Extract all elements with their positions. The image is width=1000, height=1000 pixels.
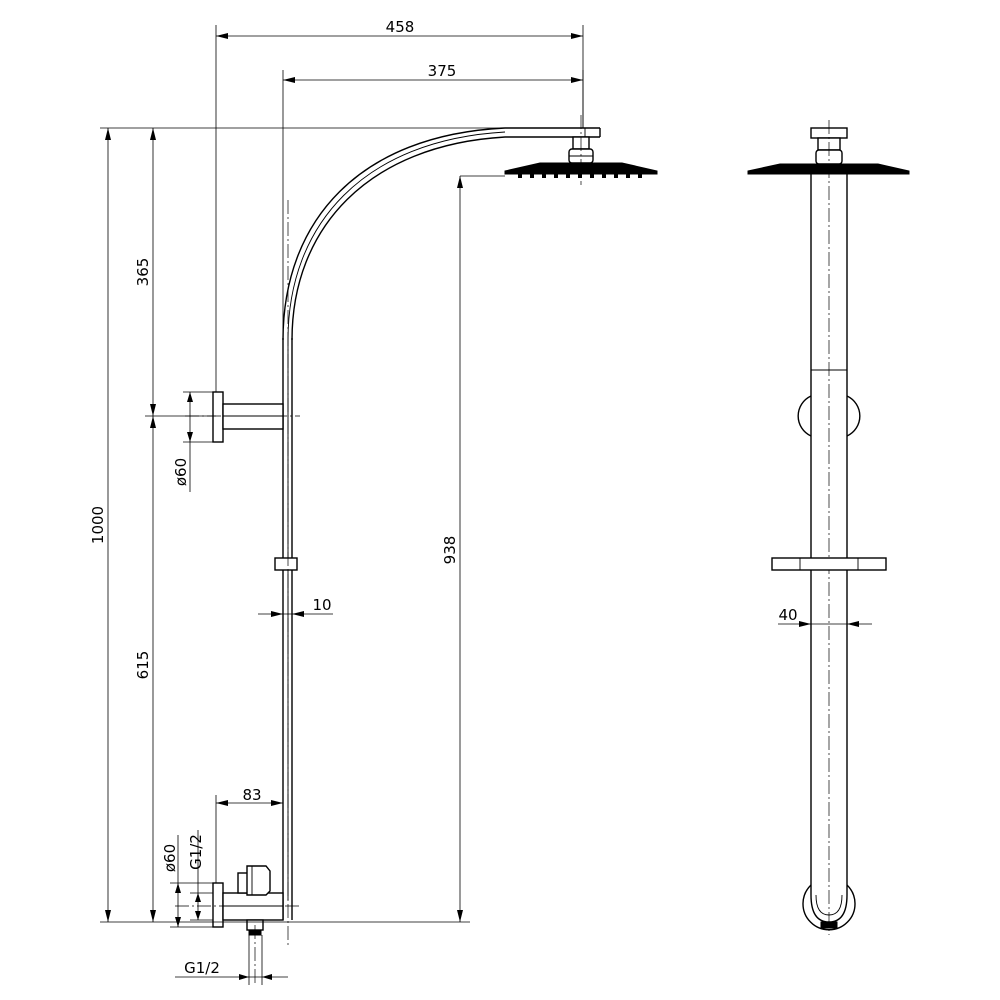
- side-bracket-disc-right: [846, 395, 861, 437]
- label-wall-bracket-diameter: ø60: [172, 458, 190, 486]
- label-overall-reach: 458: [386, 18, 415, 36]
- label-total-height: 1000: [89, 506, 107, 544]
- valve-wall-flange: [212, 882, 224, 928]
- dimension-head-height: 938: [441, 175, 505, 922]
- shower-head-nozzles: [518, 174, 642, 178]
- wall-bracket-arm: [222, 403, 284, 430]
- label-tube-thickness: 10: [312, 596, 331, 614]
- side-bracket-disc-left: [797, 395, 812, 437]
- dimension-overall-reach: 458: [215, 18, 584, 392]
- side-view: 40: [747, 120, 910, 935]
- dimension-valve-offset: 83: [215, 786, 283, 883]
- dimension-total-height: 1000: [89, 128, 111, 922]
- label-valve-offset: 83: [242, 786, 261, 804]
- label-upper-section: 365: [134, 258, 152, 287]
- side-rain-shower-head: [747, 163, 910, 175]
- side-sliding-clamp: [771, 557, 887, 571]
- label-lower-section: 615: [134, 651, 152, 680]
- dimension-valve-flange-diameter: ø60: [161, 835, 213, 928]
- front-view: 458 375 1000 365: [89, 18, 658, 985]
- dimension-tube-thickness: 10: [258, 596, 333, 617]
- dimension-arm-reach: 375: [282, 62, 584, 338]
- curved-arm-inner: [291, 136, 506, 341]
- label-valve-inlet-thread: G1/2: [187, 834, 205, 870]
- side-outlet-thread: [820, 921, 838, 929]
- label-outlet-thread: G1/2: [184, 959, 220, 977]
- diverter-knob: [246, 865, 271, 896]
- dimension-lower-section: 615: [134, 416, 156, 922]
- curved-arm-outer: [282, 127, 506, 341]
- side-bottom-disc: [802, 884, 856, 931]
- dimension-wall-bracket-diameter: ø60: [172, 391, 213, 492]
- label-head-height: 938: [441, 536, 459, 565]
- wall-bracket-flange: [212, 391, 224, 443]
- sliding-clamp: [274, 557, 298, 571]
- label-valve-flange-diameter: ø60: [161, 844, 179, 872]
- label-arm-reach: 375: [428, 62, 457, 80]
- dimension-side-tube-width: 40: [778, 606, 872, 627]
- valve-body: [222, 892, 284, 921]
- dimension-outlet-thread: G1/2: [175, 935, 288, 985]
- dimension-valve-inlet-thread: G1/2: [187, 830, 213, 921]
- curved-arm-centerline: [287, 131, 506, 341]
- side-bottom-inner: [815, 894, 843, 916]
- dimension-upper-section: 365: [134, 128, 216, 417]
- label-side-tube-width: 40: [778, 606, 797, 624]
